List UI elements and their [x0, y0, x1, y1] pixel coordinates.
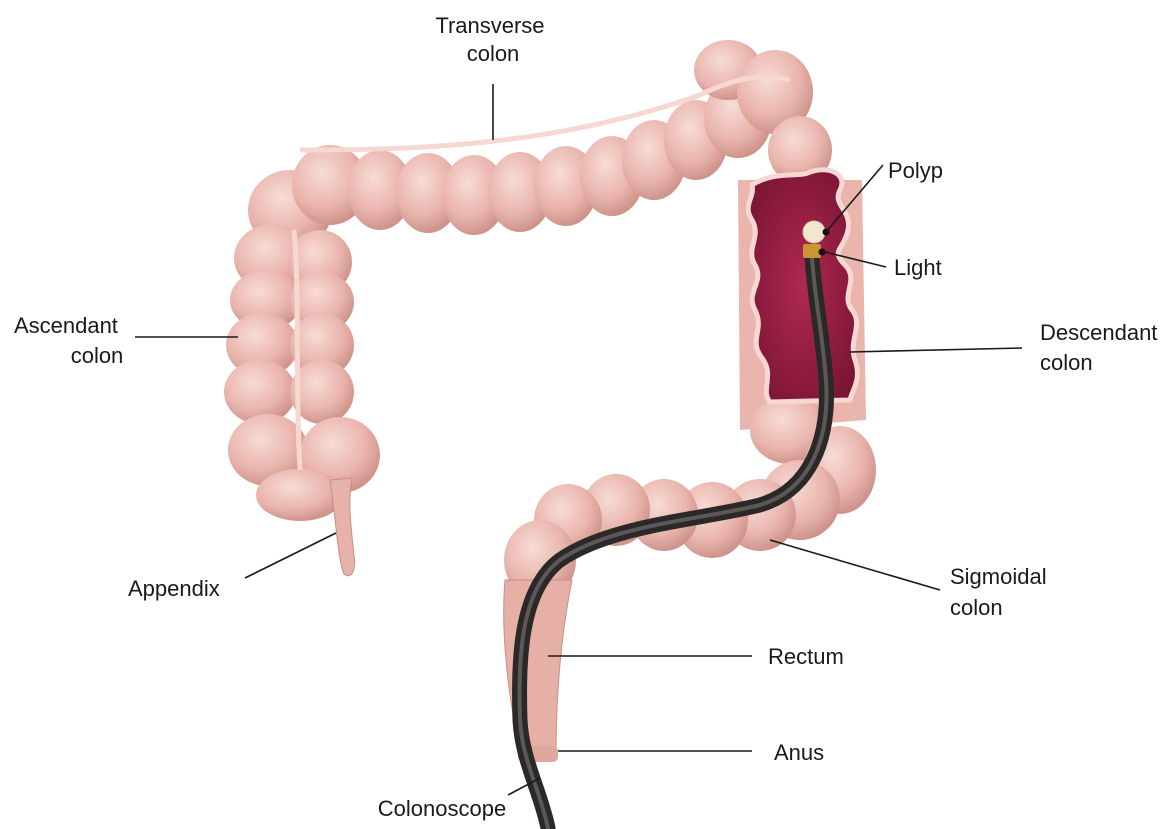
- polyp-shape: [803, 221, 825, 243]
- label-ascendant-colon: Ascendant colon: [14, 313, 124, 368]
- colonoscope-tip: [803, 244, 821, 258]
- label-descendant-colon-line1: Descendant: [1040, 320, 1157, 345]
- appendix-shape: [330, 478, 355, 576]
- label-descendant-colon-line2: colon: [1040, 350, 1093, 375]
- label-descendant-colon: Descendant colon: [1040, 320, 1164, 375]
- label-transverse-colon-line2: colon: [467, 41, 520, 66]
- descendant-colon-interior: [748, 170, 857, 402]
- ascendant-colon-shape: [224, 170, 380, 521]
- label-ascendant-colon-line1: Ascendant: [14, 313, 118, 338]
- label-anus: Anus: [774, 740, 824, 765]
- label-rectum: Rectum: [768, 644, 844, 669]
- label-appendix: Appendix: [128, 576, 220, 601]
- label-ascendant-colon-line2: colon: [71, 343, 124, 368]
- label-transverse-colon-line1: Transverse: [435, 13, 544, 38]
- transverse-colon-shape: [292, 40, 813, 235]
- label-transverse-colon: Transverse colon: [435, 13, 550, 66]
- label-sigmoidal-colon-line1: Sigmoidal: [950, 564, 1047, 589]
- labels: Transverse colon Polyp Light Ascendant c…: [14, 13, 1164, 821]
- light-marker: [819, 249, 826, 256]
- label-colonoscope: Colonoscope: [378, 796, 506, 821]
- label-light: Light: [894, 255, 942, 280]
- label-polyp: Polyp: [888, 158, 943, 183]
- label-sigmoidal-colon: Sigmoidal colon: [950, 564, 1053, 620]
- label-sigmoidal-colon-line2: colon: [950, 595, 1003, 620]
